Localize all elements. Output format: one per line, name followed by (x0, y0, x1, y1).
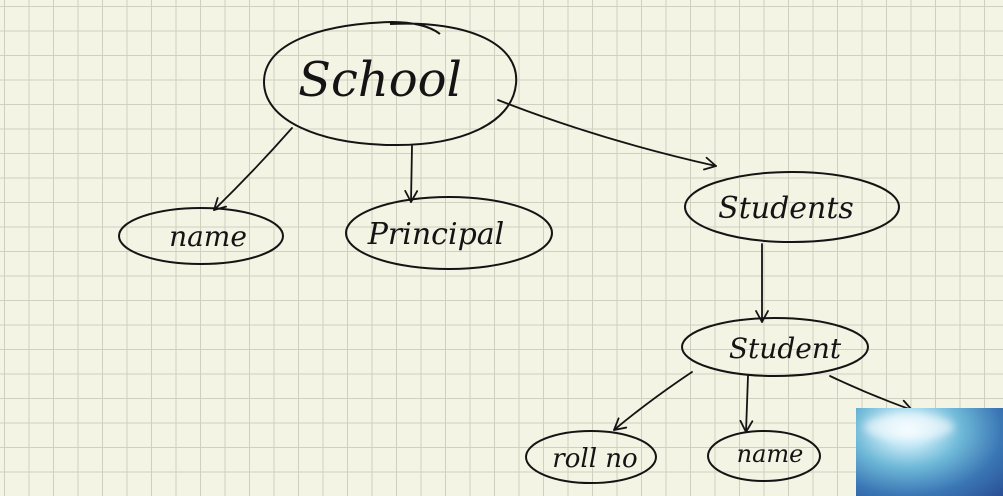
edge-student-offscreen (829, 375, 913, 413)
node-name-label: name (169, 220, 247, 253)
node-principal-ellipse (345, 196, 553, 270)
webcam-glare (864, 414, 954, 440)
edge-school-principal (404, 145, 419, 203)
webcam-overlay (856, 408, 1003, 496)
node-principal: Principal (345, 196, 553, 270)
node-roll-no-ellipse (525, 430, 657, 484)
node-student-name-label: name (737, 440, 804, 468)
edge-student-name (739, 375, 754, 433)
node-student-label: Student (729, 332, 842, 365)
node-students: Students (684, 171, 900, 243)
node-roll-no: roll no (525, 430, 657, 484)
edge-school-name (213, 127, 293, 211)
node-school: School (262, 20, 518, 147)
node-students-ellipse (684, 171, 900, 243)
node-name-ellipse (118, 207, 284, 265)
edges (213, 99, 913, 433)
node-principal-label: Principal (367, 217, 505, 252)
node-name: name (118, 207, 284, 265)
node-school-ellipse (262, 20, 518, 147)
node-student-ellipse (681, 317, 869, 377)
node-student-name-ellipse (707, 430, 821, 482)
node-student-name: name (707, 430, 821, 482)
node-roll-no-label: roll no (552, 444, 637, 474)
node-student: Student (681, 317, 869, 377)
edge-student-rollno (613, 371, 693, 431)
node-school-label: School (298, 52, 462, 108)
node-students-label: Students (718, 191, 854, 226)
edge-school-students (497, 99, 717, 171)
